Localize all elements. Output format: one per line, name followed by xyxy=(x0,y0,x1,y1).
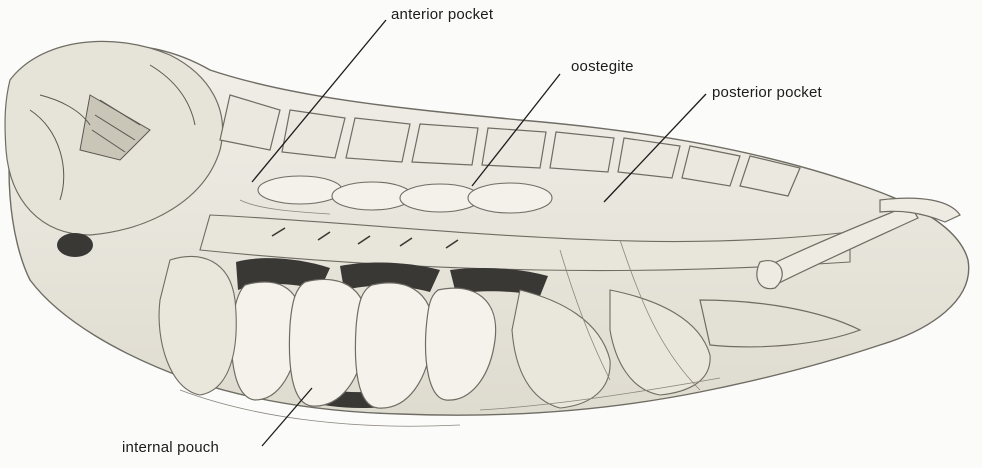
label-internal-pouch: internal pouch xyxy=(122,439,219,456)
label-anterior-pocket: anterior pocket xyxy=(391,6,493,23)
egg-lobes xyxy=(232,279,496,408)
label-oostegite: oostegite xyxy=(571,58,634,75)
label-posterior-pocket: posterior pocket xyxy=(712,84,822,101)
